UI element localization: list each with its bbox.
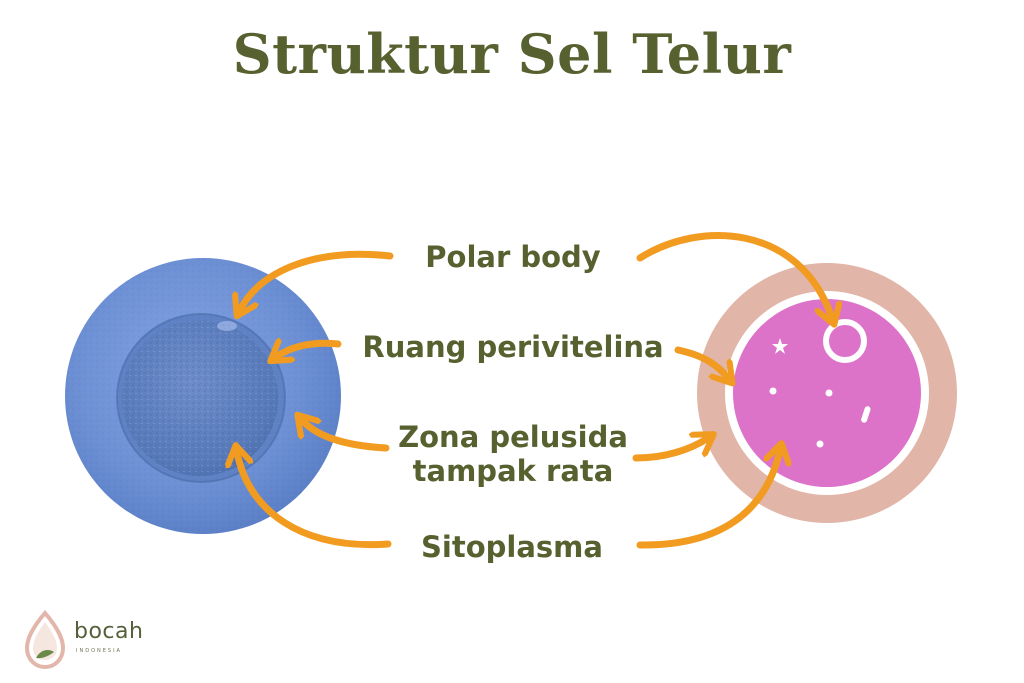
label-ruang-perivitelina: Ruang perivitelina	[362, 330, 664, 364]
micrograph-outer-texture	[65, 258, 341, 534]
sparkle-icon	[772, 338, 788, 354]
illustrated-egg-cell	[697, 263, 957, 523]
dot-icon	[769, 387, 777, 395]
drop-leaf-logo-icon	[24, 609, 66, 670]
label-sitoplasma: Sitoplasma	[421, 530, 603, 564]
dash-icon	[861, 406, 871, 423]
page-title: Struktur Sel Telur	[232, 22, 792, 86]
micrograph-egg-cell	[65, 258, 341, 534]
illustration-polar-body	[823, 319, 867, 363]
dot-icon	[825, 389, 833, 397]
dot-icon	[816, 440, 824, 448]
arrow-polar-body-right	[636, 232, 832, 318]
logo-subtitle: INDONESIA	[76, 648, 122, 654]
arrow-zona-left	[302, 420, 390, 452]
arrow-perivitelline-left	[276, 343, 342, 357]
arrow-perivitelline-right	[674, 346, 728, 378]
arrow-sitoplasma-left	[237, 452, 392, 549]
label-zona-line1: Zona pelusida	[398, 420, 628, 454]
arrow-sitoplasma-right	[636, 450, 780, 549]
logo-wordmark: bocah	[74, 619, 144, 644]
label-zona-line2: tampak rata	[412, 454, 614, 488]
arrow-polar-body-left	[240, 250, 394, 310]
arrow-zona-right	[632, 438, 708, 462]
brand-logo: bocah INDONESIA	[22, 609, 172, 670]
label-zona-pelusida: Zona pelusida tampak rata	[360, 420, 666, 488]
label-polar-body: Polar body	[425, 240, 601, 274]
